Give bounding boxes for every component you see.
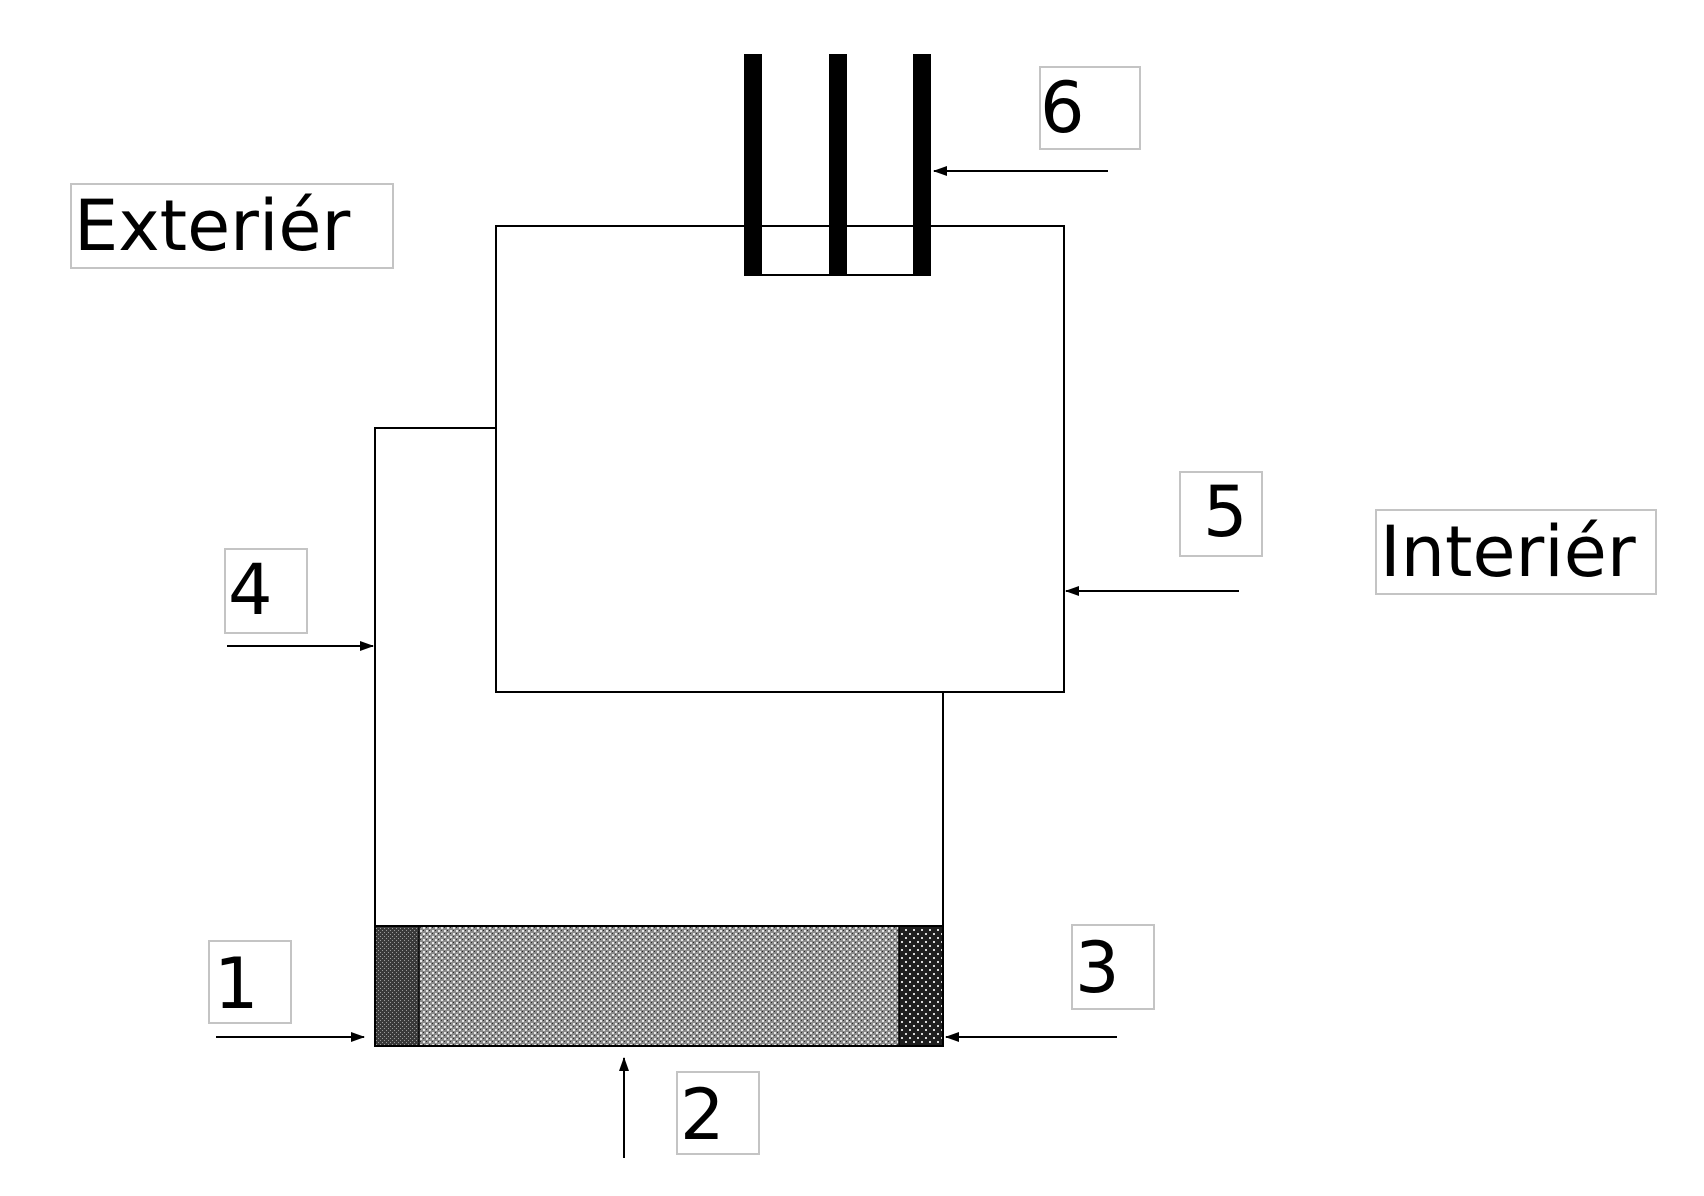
callout-4: 4	[224, 548, 374, 651]
callout-1: 1	[208, 940, 365, 1042]
callout-2: 2	[619, 1057, 760, 1158]
sill-interior-segment	[899, 926, 943, 1046]
glazing-bars	[744, 54, 931, 276]
callout-6: 6	[933, 66, 1141, 176]
svg-text:4: 4	[228, 549, 273, 631]
svg-text:6: 6	[1040, 67, 1085, 149]
exterior-label: Exteriér	[70, 183, 394, 269]
svg-text:2: 2	[680, 1074, 725, 1156]
callout-5: 5	[1065, 471, 1263, 596]
sill-exterior-segment	[375, 926, 419, 1046]
svg-text:Exteriér: Exteriér	[74, 185, 350, 267]
lower-frame-left-wall	[374, 427, 496, 1046]
sill-strip	[374, 925, 944, 1047]
upper-frame	[495, 225, 1065, 693]
svg-text:1: 1	[214, 943, 259, 1025]
interior-label: Interiér	[1375, 509, 1657, 595]
glazing-bar-2	[829, 54, 847, 276]
glazing-bar-1	[744, 54, 762, 276]
svg-text:Interiér: Interiér	[1380, 511, 1636, 593]
sill-outline	[374, 925, 944, 1047]
svg-text:5: 5	[1203, 471, 1248, 553]
svg-text:3: 3	[1075, 927, 1120, 1009]
callout-3: 3	[945, 924, 1155, 1042]
glazing-bar-3	[913, 54, 931, 276]
sill-middle-segment	[419, 926, 899, 1046]
